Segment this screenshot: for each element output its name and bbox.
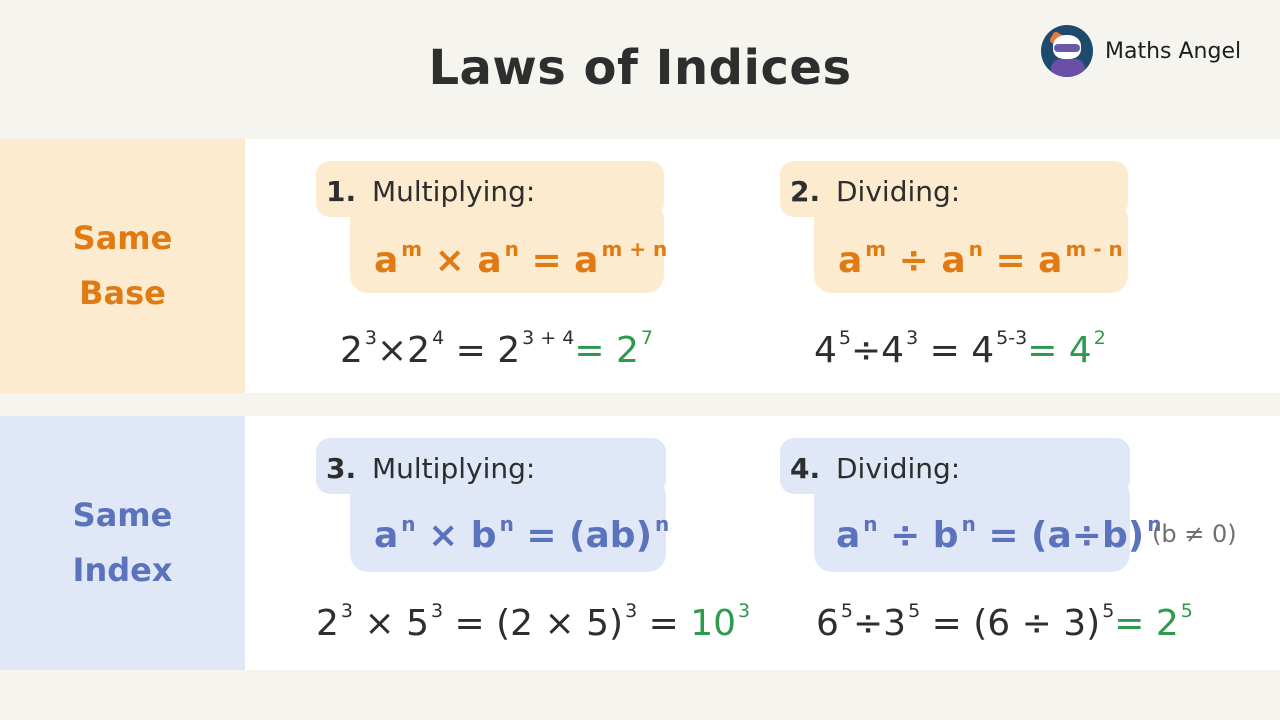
law-number: 3. [326, 452, 357, 485]
law-number: 1. [326, 175, 357, 208]
law-number: 2. [790, 175, 821, 208]
law-number: 4. [790, 452, 821, 485]
cat-mascot-icon [1041, 25, 1093, 77]
condition-note: (b ≠ 0) [1152, 520, 1237, 548]
law-name: Dividing: [836, 175, 961, 208]
law-name: Multiplying: [372, 175, 536, 208]
law-name: Multiplying: [372, 452, 536, 485]
page-title: Laws of Indices [428, 40, 852, 96]
brand-name: Maths Angel [1105, 38, 1242, 64]
brand-logo: Maths Angel [1041, 25, 1241, 77]
law-name: Dividing: [836, 452, 961, 485]
